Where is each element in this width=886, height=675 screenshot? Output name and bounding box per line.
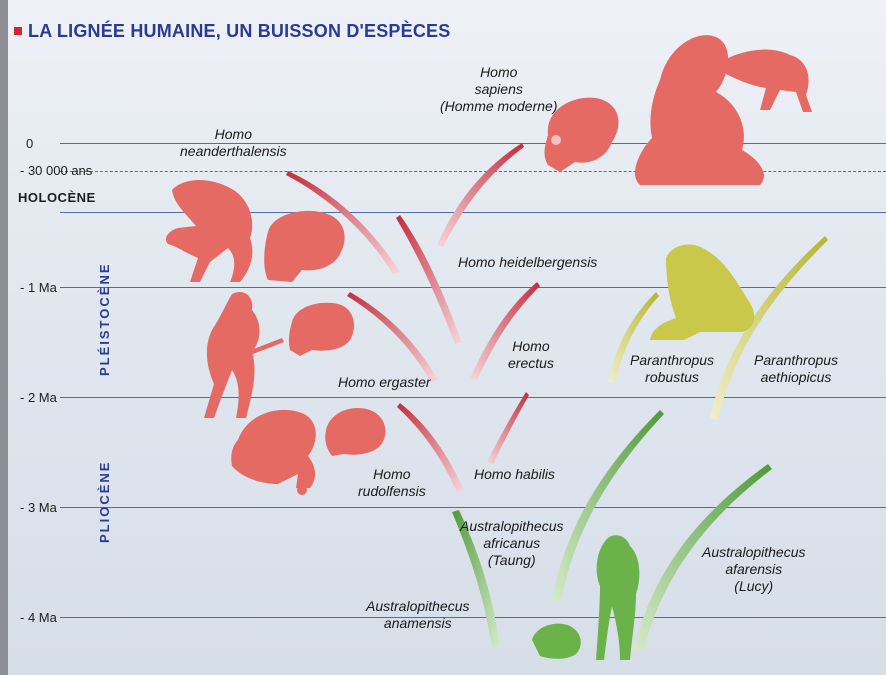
- label-homo-sapiens: Homo sapiens (Homme moderne): [440, 64, 557, 115]
- branch-ergaster: [347, 292, 438, 382]
- label-robustus-line1: Paranthropus: [630, 352, 714, 369]
- label-australopithecus-afarensis: Australopithecus afarensis (Lucy): [702, 544, 806, 595]
- sapiens-figure: [635, 35, 812, 185]
- label-erectus-line2: erectus: [508, 355, 554, 372]
- label-afarensis-line3: (Lucy): [702, 578, 806, 595]
- label-robustus-line2: robustus: [630, 369, 714, 386]
- label-ergaster-line1: Homo ergaster: [338, 374, 431, 391]
- label-africanus-line2: africanus: [460, 535, 564, 552]
- label-homo-heidelbergensis: Homo heidelbergensis: [458, 254, 597, 271]
- label-homo-erectus: Homo erectus: [508, 338, 554, 372]
- rudolfensis-figure: [231, 410, 316, 495]
- label-homo-rudolfensis: Homo rudolfensis: [358, 466, 426, 500]
- label-afarensis-line1: Australopithecus: [702, 544, 806, 561]
- neanderthal-figure: [166, 180, 252, 282]
- label-homo-neanderthalensis: Homo neanderthalensis: [180, 126, 287, 160]
- label-erectus-line1: Homo: [508, 338, 554, 355]
- label-anamensis-line1: Australopithecus: [366, 598, 470, 615]
- label-homo-sapiens-line3: (Homme moderne): [440, 98, 557, 115]
- label-australopithecus-anamensis: Australopithecus anamensis: [366, 598, 470, 632]
- afarensis-figure: [596, 535, 639, 660]
- label-aethiopicus-line1: Paranthropus: [754, 352, 838, 369]
- label-australopithecus-africanus: Australopithecus africanus (Taung): [460, 518, 564, 569]
- ergaster-figure: [204, 292, 284, 418]
- label-homo-habilis: Homo habilis: [474, 466, 555, 483]
- label-neanderthalensis-line2: neanderthalensis: [180, 143, 287, 160]
- branch-heidelbergensis: [396, 215, 462, 344]
- label-paranthropus-aethiopicus: Paranthropus aethiopicus: [754, 352, 838, 386]
- label-anamensis-line2: anamensis: [366, 615, 470, 632]
- label-africanus-line1: Australopithecus: [460, 518, 564, 535]
- label-homo-sapiens-line1: Homo: [440, 64, 557, 81]
- label-homo-ergaster: Homo ergaster: [338, 374, 431, 391]
- branch-habilis: [487, 392, 529, 464]
- label-afarensis-line2: afarensis: [702, 561, 806, 578]
- label-neanderthalensis-line1: Homo: [180, 126, 287, 143]
- robustus-figure: [650, 244, 754, 340]
- label-rudolfensis-line2: rudolfensis: [358, 483, 426, 500]
- label-homo-sapiens-line2: sapiens: [440, 81, 557, 98]
- branch-sapiens: [437, 143, 524, 247]
- label-africanus-line3: (Taung): [460, 552, 564, 569]
- label-aethiopicus-line2: aethiopicus: [754, 369, 838, 386]
- neanderthal-skull: [264, 211, 344, 282]
- label-rudolfensis-line1: Homo: [358, 466, 426, 483]
- label-habilis-line1: Homo habilis: [474, 466, 555, 483]
- ergaster-skull: [289, 303, 354, 356]
- africanus-skull: [532, 624, 581, 659]
- label-paranthropus-robustus: Paranthropus robustus: [630, 352, 714, 386]
- label-heidelbergensis-line1: Homo heidelbergensis: [458, 254, 597, 271]
- rudolfensis-skull: [325, 408, 385, 456]
